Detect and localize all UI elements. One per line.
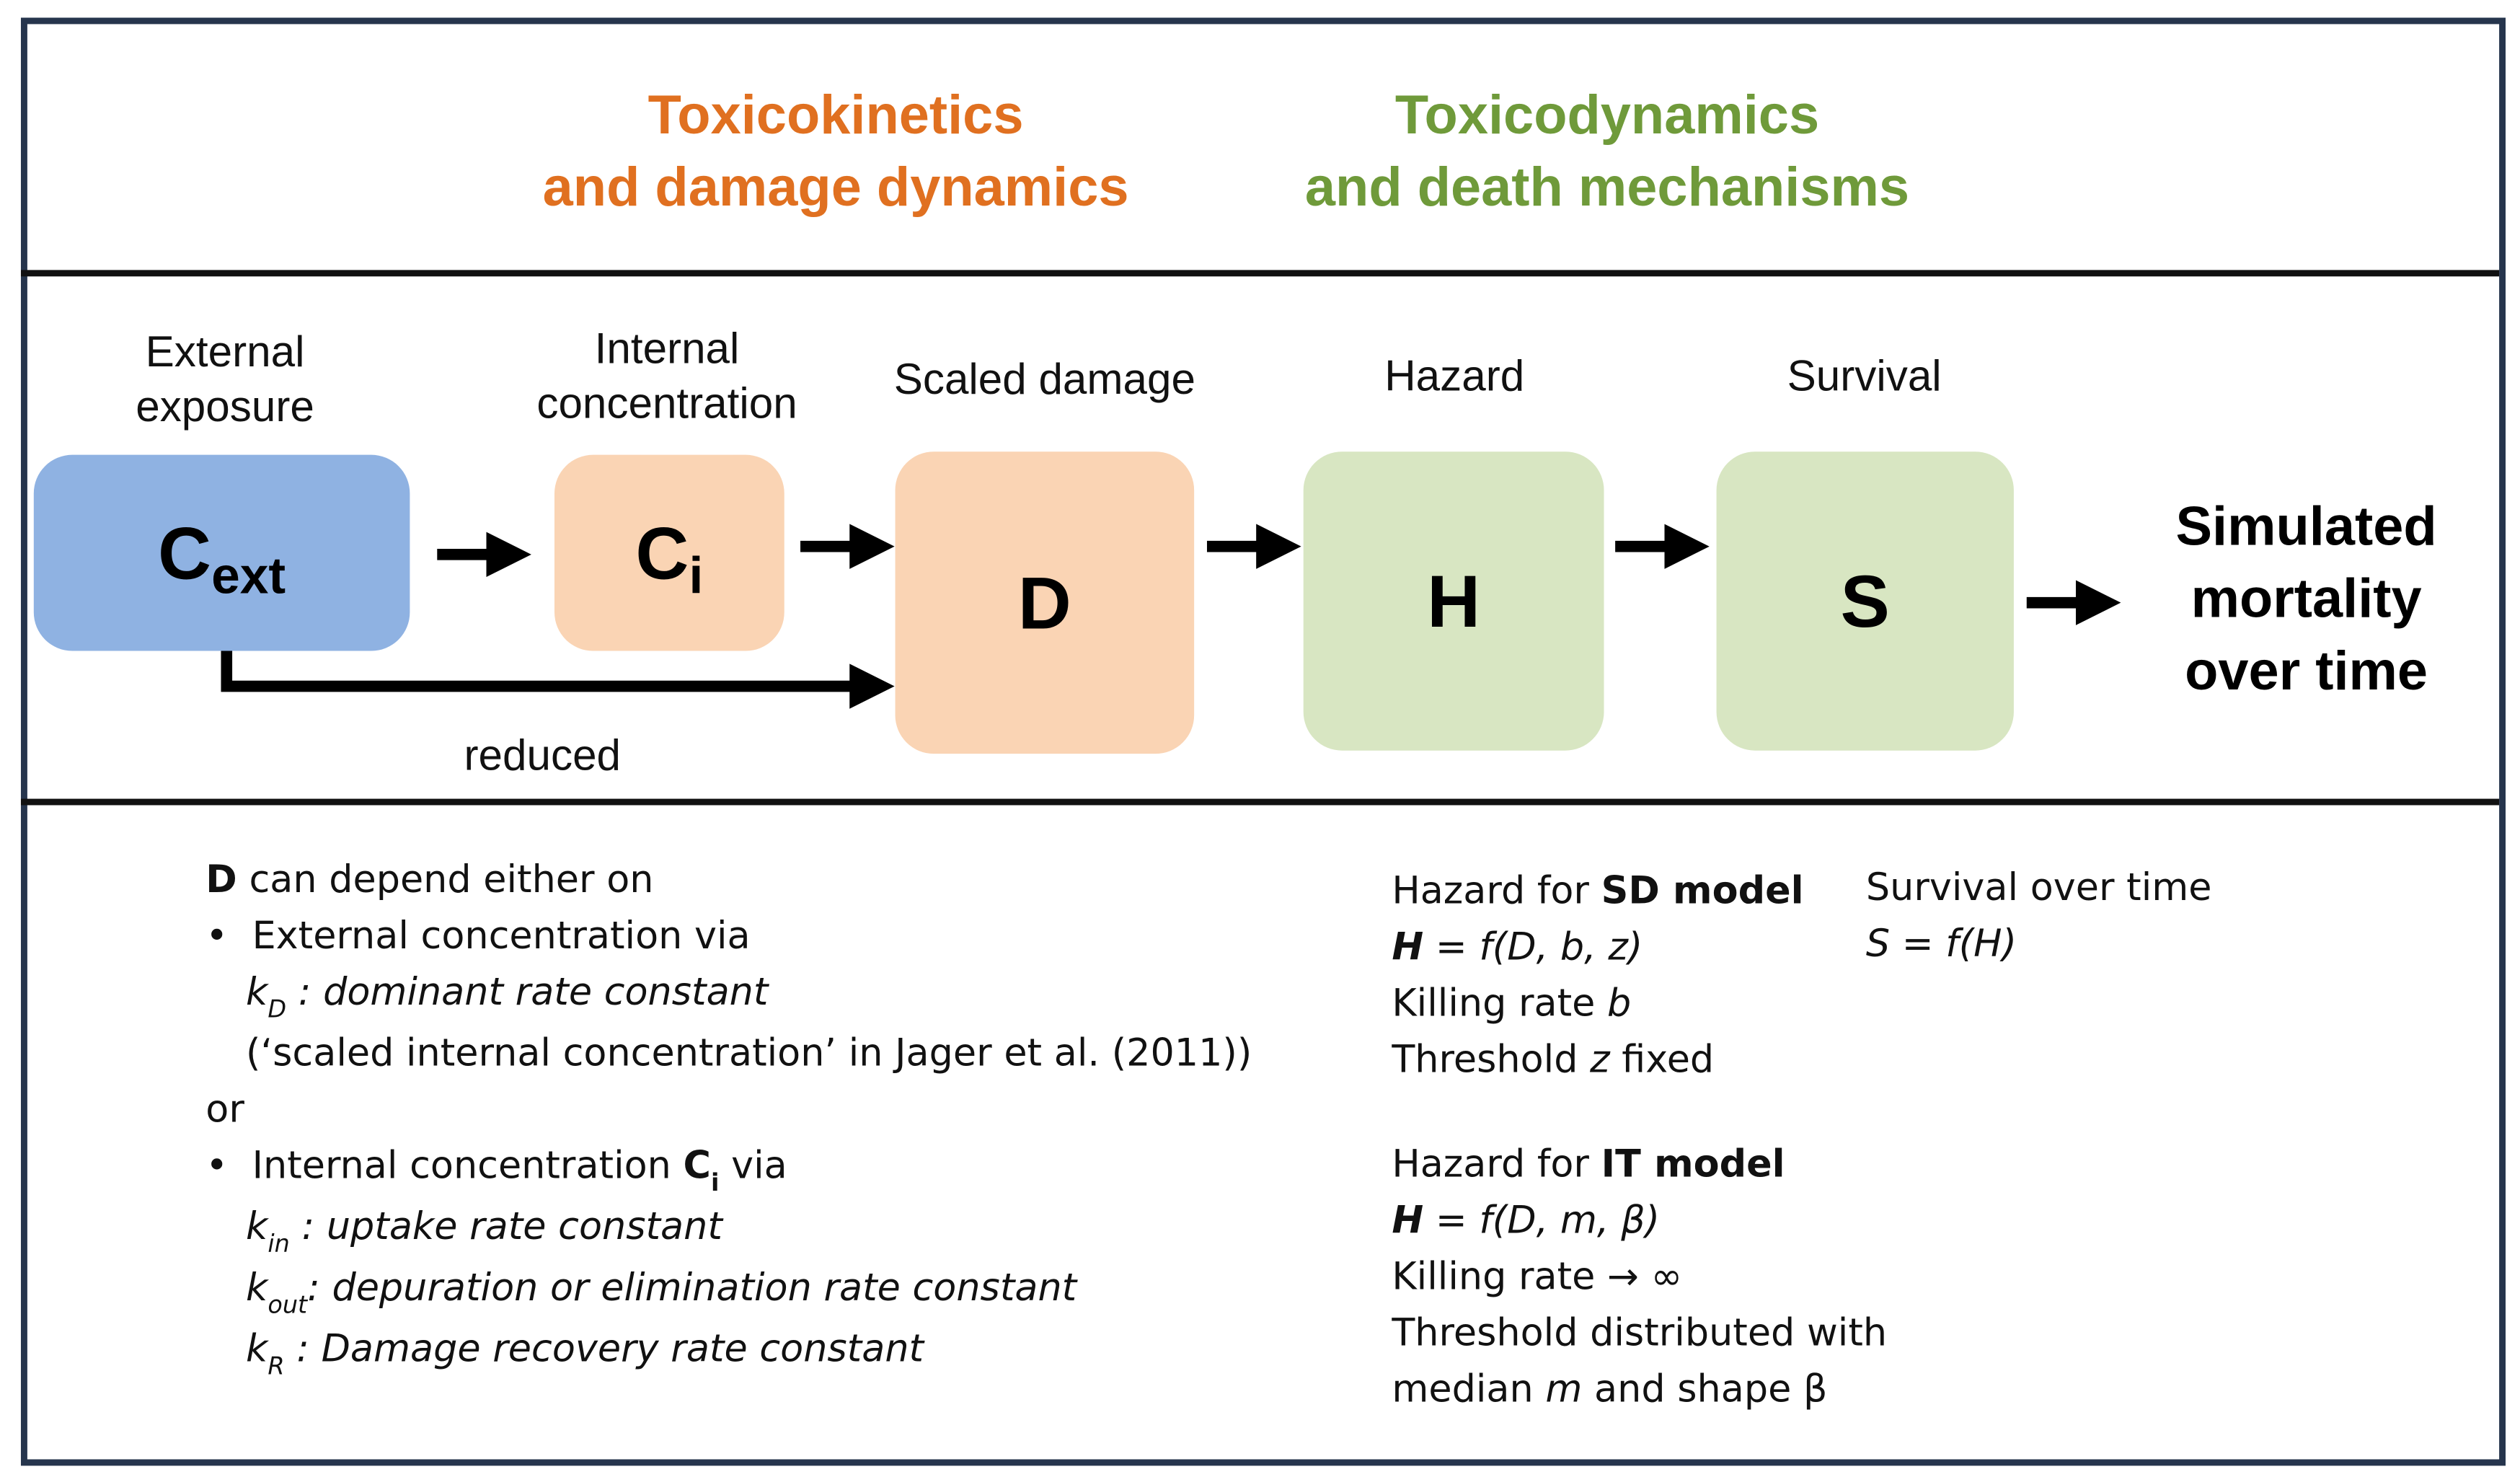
- kout-subscript: out: [268, 1290, 308, 1320]
- result-line3: over time: [2185, 641, 2428, 702]
- bullet-1: •: [205, 912, 229, 958]
- d-symbol: D: [1017, 560, 1071, 645]
- ci-subscript: i: [689, 545, 704, 604]
- cext-label-line1: External: [145, 327, 305, 376]
- bullet-internal: • Internal concentration Ci via: [205, 1138, 1252, 1199]
- simulated-mortality-result: Simulated mortality over time: [2146, 492, 2467, 709]
- sd-eq-rest: = f(D, b, z): [1423, 924, 1643, 969]
- sd-model-panel: Hazard for SD model H = f(D, b, z) Killi…: [1392, 863, 1803, 1088]
- kin-description: : uptake rate constant: [289, 1204, 722, 1249]
- kin-line: kin : uptake rate constant: [205, 1199, 1252, 1260]
- kout-description: : depuration or elimination rate constan…: [307, 1264, 1077, 1310]
- it-median-post: and shape β: [1582, 1366, 1828, 1411]
- s-box: S: [1716, 451, 2014, 751]
- sd-killing-b: b: [1607, 980, 1632, 1026]
- kd-description: : dominant rate constant: [286, 969, 769, 1015]
- sd-killing-rate: Killing rate b: [1392, 976, 1803, 1032]
- it-threshold: Threshold distributed with: [1392, 1310, 1888, 1355]
- item-external: External concentration via: [252, 912, 751, 958]
- kd-symbol: k: [246, 969, 268, 1015]
- d-dependency-panel: D can depend either on • External concen…: [205, 852, 1252, 1382]
- it-model-panel: Hazard for IT model H = f(D, m, β) Killi…: [1392, 1137, 1887, 1418]
- cext-subscript: ext: [211, 545, 286, 604]
- item-internal: Internal concentration: [252, 1142, 684, 1188]
- survival-equation: S = f(H): [1865, 920, 2017, 966]
- it-title-bold: IT model: [1601, 1141, 1785, 1186]
- kr-description: : Damage recovery rate constant: [284, 1326, 924, 1371]
- it-median-m: m: [1545, 1366, 1583, 1411]
- survival-label: Survival: [1787, 352, 1942, 400]
- sd-title-pre: Hazard for: [1392, 868, 1601, 913]
- ci-symbol: C: [635, 511, 689, 595]
- intro-bold-d: D: [205, 856, 237, 902]
- item-internal-via: via: [719, 1142, 787, 1188]
- h-symbol: H: [1427, 559, 1481, 643]
- h-box: H: [1303, 451, 1604, 751]
- kout-line: kout: depuration or elimination rate con…: [205, 1260, 1252, 1321]
- arrow-cext-to-d-reduced: [221, 651, 895, 709]
- divider-bottom: [20, 798, 2500, 806]
- survival-panel: Survival over time S = f(H): [1866, 860, 2212, 972]
- tk-header-line2: and damage dynamics: [542, 157, 1129, 219]
- toxicodynamics-header: Toxicodynamics and death mechanisms: [1221, 80, 1993, 225]
- sd-title: Hazard for SD model: [1392, 863, 1803, 920]
- it-title: Hazard for IT model: [1392, 1137, 1887, 1193]
- toxicokinetics-header: Toxicokinetics and damage dynamics: [466, 80, 1205, 225]
- result-line2: mortality: [2190, 568, 2422, 630]
- cext-label-line2: exposure: [136, 382, 314, 431]
- result-line1: Simulated: [2175, 496, 2437, 558]
- survival-title: Survival over time: [1865, 864, 2212, 910]
- hazard-label: Hazard: [1384, 352, 1525, 400]
- it-median-pre: median: [1392, 1366, 1546, 1411]
- it-title-pre: Hazard for: [1392, 1141, 1601, 1186]
- kout-symbol: k: [246, 1264, 268, 1310]
- external-exposure-label: External exposure: [64, 325, 386, 434]
- outer-frame: [20, 17, 2506, 1466]
- d-box: D: [895, 451, 1195, 754]
- kin-symbol: k: [246, 1204, 268, 1249]
- kin-subscript: in: [268, 1229, 290, 1258]
- ci-label-line1: Internal: [594, 325, 740, 374]
- kd-subscript: D: [268, 995, 287, 1024]
- sd-threshold-post: fixed: [1609, 1036, 1715, 1082]
- bullet-2: •: [205, 1142, 229, 1188]
- td-header-line2: and death mechanisms: [1304, 157, 1910, 219]
- sd-eq-h: H: [1392, 924, 1424, 969]
- item-internal-ci: C: [683, 1142, 711, 1188]
- kd-line: kD : dominant rate constant: [205, 964, 1252, 1026]
- divider-top: [20, 270, 2500, 277]
- intro-line: D can depend either on: [205, 852, 1252, 908]
- kr-line: kR : Damage recovery rate constant: [205, 1321, 1252, 1383]
- kr-subscript: R: [268, 1352, 285, 1381]
- sd-threshold-z: z: [1590, 1036, 1610, 1082]
- kr-symbol: k: [246, 1326, 268, 1371]
- item-internal-ci-sub: i: [710, 1168, 720, 1198]
- bullet-external: • External concentration via: [205, 908, 1252, 964]
- s-symbol: S: [1840, 559, 1890, 643]
- cext-symbol: C: [157, 511, 212, 595]
- scaled-damage-label: Scaled damage: [893, 355, 1195, 404]
- it-eq-rest: = f(D, m, β): [1423, 1197, 1661, 1243]
- jager-reference: (‘scaled internal concentration’ in Jage…: [246, 1030, 1252, 1075]
- intro-rest: can depend either on: [236, 856, 654, 902]
- it-eq-h: H: [1392, 1197, 1424, 1243]
- or-text: or: [205, 1086, 244, 1132]
- it-median-shape: median m and shape β: [1392, 1362, 1887, 1418]
- tk-header-line1: Toxicokinetics: [647, 85, 1024, 146]
- reduced-label: reduced: [464, 731, 622, 780]
- ci-label-line2: concentration: [536, 379, 797, 428]
- it-equation: H = f(D, m, β): [1392, 1193, 1887, 1249]
- sd-killing-pre: Killing rate: [1392, 980, 1608, 1026]
- sd-equation: H = f(D, b, z): [1392, 920, 1803, 976]
- it-killing-rate: Killing rate → ∞: [1392, 1253, 1683, 1299]
- sd-threshold: Threshold z fixed: [1392, 1032, 1803, 1088]
- internal-concentration-label: Internal concentration: [490, 322, 844, 431]
- sd-title-bold: SD model: [1601, 868, 1804, 913]
- sd-threshold-pre: Threshold: [1392, 1036, 1591, 1082]
- td-header-line1: Toxicodynamics: [1394, 85, 1820, 146]
